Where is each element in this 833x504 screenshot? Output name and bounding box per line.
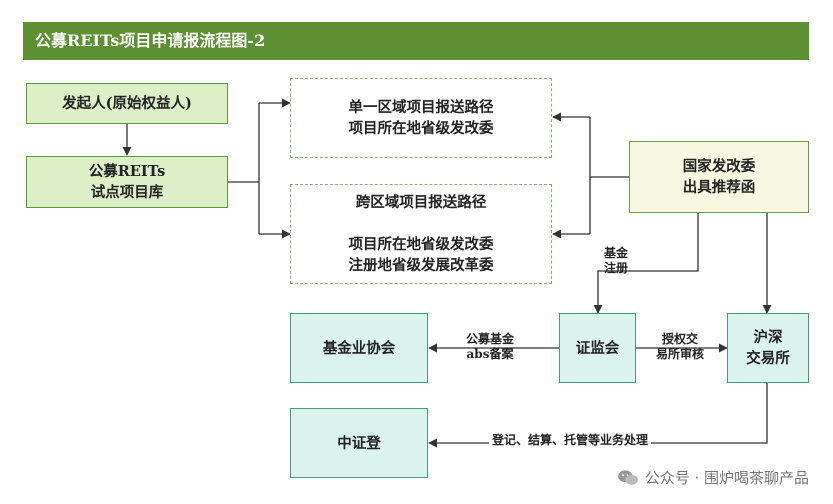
settlement-label: 登记、结算、托管等业务处理 (489, 433, 652, 448)
page-title: 公募REITs项目申请报流程图-2 (23, 22, 809, 60)
edge-ndrc-to-csrc (593, 213, 699, 314)
csdc-label: 中证登 (337, 434, 381, 452)
sponsor-label: 发起人(原始权益人) (62, 95, 192, 112)
cross-region-line1: 跨区域项目报送路径 (355, 194, 487, 211)
exchange-box: 沪深 交易所 (727, 313, 809, 383)
cross-region-box: 跨区域项目报送路径 项目所在地省级发改委 注册地省级发展改革委 (290, 184, 552, 284)
watermark-text: 公众号 · 围炉喝茶聊产品 (644, 469, 809, 487)
exchange-review-label: 授权交 易所审核 (656, 332, 705, 361)
csdc-box: 中证登 (290, 408, 428, 478)
exchange-line2: 交易所 (746, 350, 790, 367)
cross-region-line3: 注册地省级发展改革委 (348, 257, 494, 274)
ndrc-line2: 出具推荐函 (682, 179, 756, 196)
abs-filing-label: 公募基金 abs备案 (466, 332, 515, 361)
pilot-db-line2: 试点项目库 (90, 184, 164, 201)
csrc-label: 证监会 (575, 339, 620, 357)
ndrc-box: 国家发改委 出具推荐函 (629, 141, 809, 213)
sponsor-box: 发起人(原始权益人) (26, 83, 228, 124)
csrc-box: 证监会 (559, 313, 636, 383)
wechat-icon (617, 469, 638, 485)
fund-register-label: 基金 注册 (604, 246, 629, 275)
amac-box: 基金业协会 (290, 313, 428, 383)
amac-label: 基金业协会 (322, 339, 396, 357)
pilot-db-line1: 公募REITs (88, 163, 166, 180)
ndrc-line1: 国家发改委 (682, 158, 756, 175)
single-region-line2: 项目所在地省级发改委 (348, 120, 494, 137)
cross-region-line2: 项目所在地省级发改委 (348, 236, 494, 253)
single-region-box: 单一区域项目报送路径 项目所在地省级发改委 (290, 78, 552, 158)
single-region-line1: 单一区域项目报送路径 (348, 99, 494, 116)
exchange-line1: 沪深 (753, 329, 783, 346)
pilot-db-box: 公募REITs 试点项目库 (26, 156, 228, 208)
watermark: 公众号 · 围炉喝茶聊产品 (617, 467, 809, 488)
